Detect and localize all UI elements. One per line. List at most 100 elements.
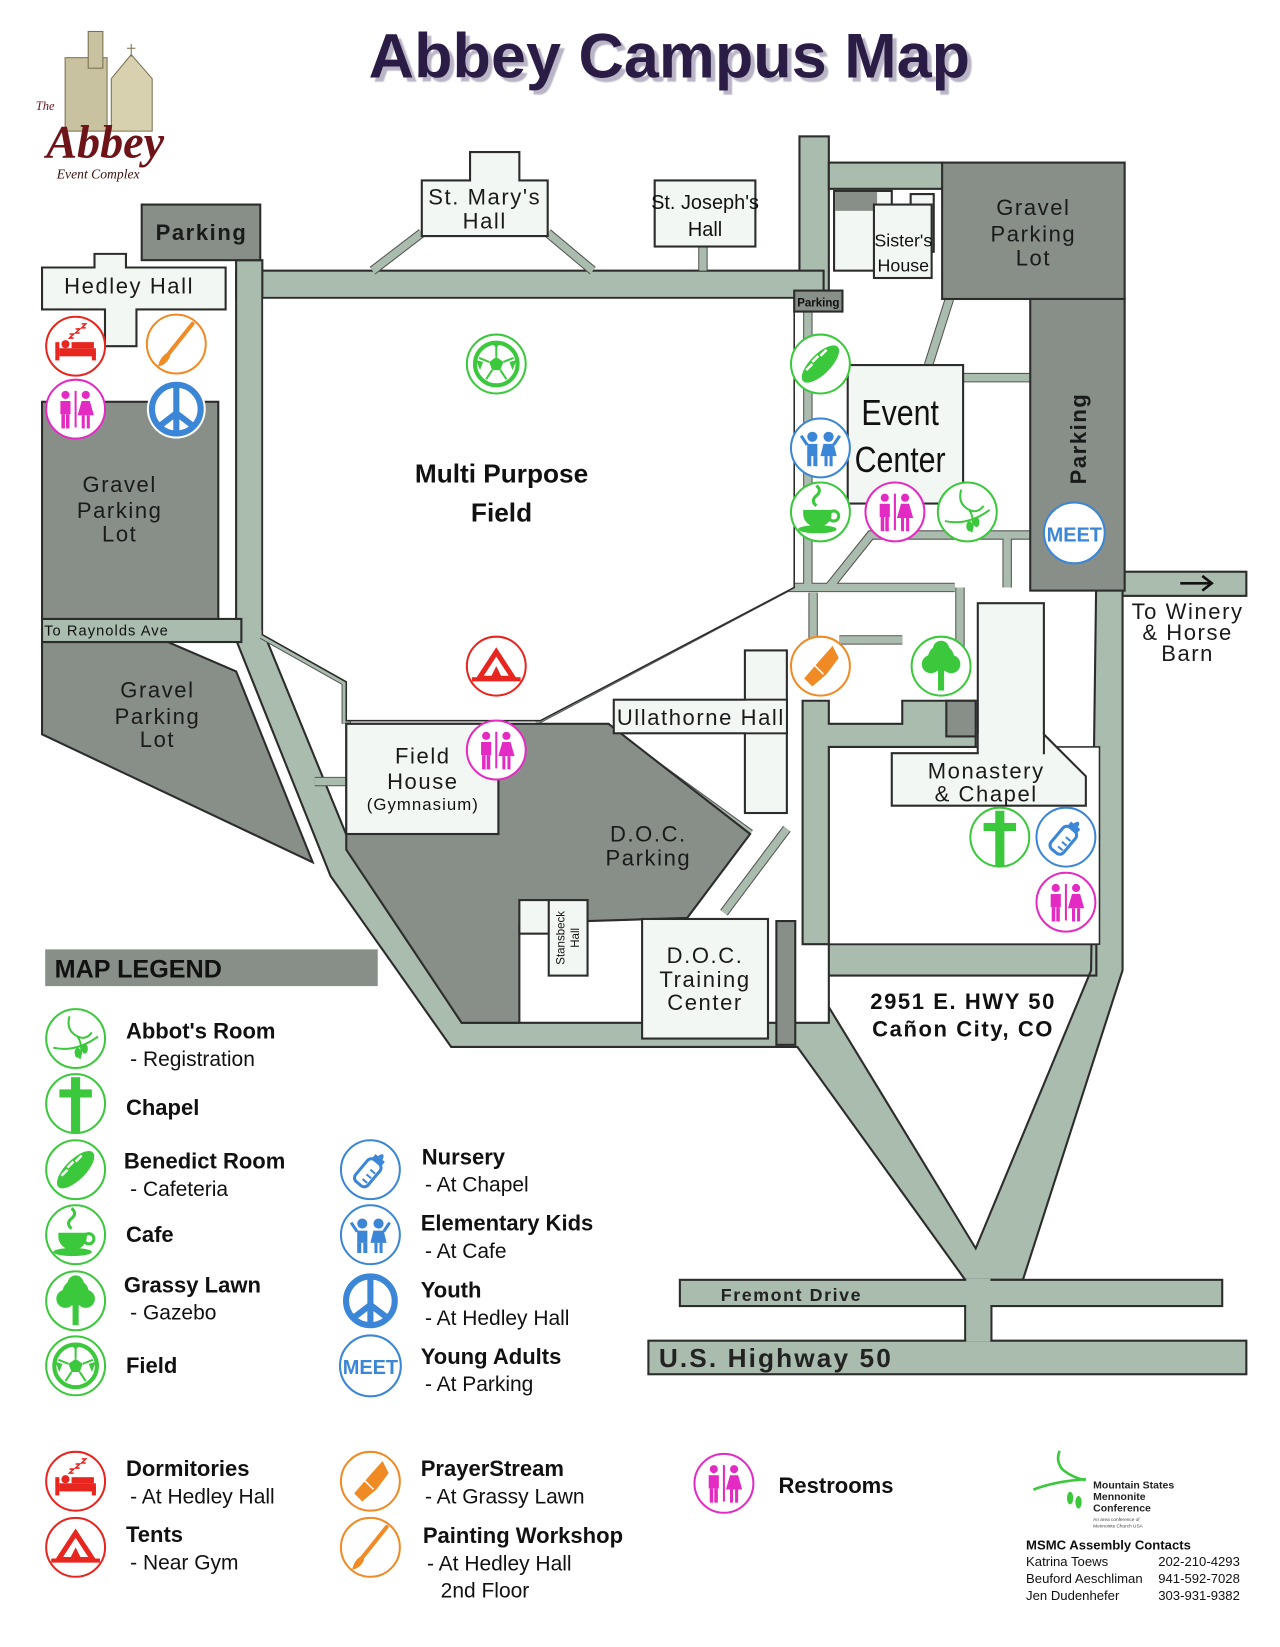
arrow-right-icon bbox=[1180, 574, 1214, 592]
svg-text:D.O.C.: D.O.C. bbox=[610, 821, 687, 846]
hedley-hall: Hedley Hall bbox=[40, 252, 227, 348]
svg-text:- Near Gym: - Near Gym bbox=[130, 1551, 238, 1574]
abbey-logo: The Abbey Event Complex bbox=[36, 30, 165, 181]
ullathorne-hall: Ullathorne Hall bbox=[612, 649, 788, 815]
svg-text:Jen Dudenhefer: Jen Dudenhefer bbox=[1026, 1588, 1120, 1603]
meet-icon[interactable]: MEET bbox=[1042, 501, 1106, 565]
svg-text:Sister's: Sister's bbox=[874, 231, 932, 251]
page-title: Abbey Campus Map bbox=[369, 22, 971, 92]
svg-text:Gravel: Gravel bbox=[120, 678, 194, 703]
svg-text:& Chapel: & Chapel bbox=[935, 781, 1038, 806]
cross-icon bbox=[45, 1073, 107, 1135]
bed-icon[interactable] bbox=[45, 315, 107, 377]
svg-text:Tents: Tents bbox=[126, 1522, 183, 1547]
legend-item-elementary-kids: Elementary Kids- At Cafe bbox=[339, 1203, 593, 1266]
tree-icon bbox=[45, 1270, 107, 1332]
svg-text:St. Mary's: St. Mary's bbox=[428, 185, 541, 210]
svg-text:Event: Event bbox=[861, 394, 939, 434]
svg-text:Training: Training bbox=[659, 967, 750, 992]
coffee-cup-icon[interactable] bbox=[789, 480, 852, 543]
coffee-cup-icon bbox=[44, 1203, 107, 1266]
restroom-icon[interactable] bbox=[45, 378, 107, 440]
svg-text:Lot: Lot bbox=[1016, 245, 1051, 270]
restroom-icon[interactable] bbox=[864, 481, 926, 543]
multi-purpose-field-area bbox=[261, 297, 795, 722]
restroom-icon[interactable] bbox=[1035, 871, 1097, 933]
address: 2951 E. HWY 50 Cañon City, CO bbox=[870, 989, 1056, 1041]
legend-item-chapel: Chapel bbox=[45, 1073, 199, 1135]
baby-bottle-icon bbox=[339, 1138, 402, 1201]
svg-text:Restrooms: Restrooms bbox=[778, 1473, 893, 1498]
map-icons: MEET bbox=[45, 315, 1106, 933]
legend-item-tents: Tents - Near Gym bbox=[46, 1518, 239, 1577]
legend-item-abbots-room: Abbot's Room- Registration bbox=[45, 1008, 276, 1071]
soccer-ball-icon bbox=[46, 1336, 105, 1395]
tree-icon[interactable] bbox=[910, 635, 972, 697]
svg-text:Lot: Lot bbox=[102, 521, 137, 546]
svg-text:- At Hedley Hall: - At Hedley Hall bbox=[130, 1485, 275, 1508]
legend-item-benedict-room: Benedict Room - Cafeteria bbox=[44, 1138, 285, 1201]
svg-text:& Horse: & Horse bbox=[1142, 620, 1233, 645]
svg-text:Painting Workshop: Painting Workshop bbox=[423, 1523, 623, 1548]
svg-text:Conference: Conference bbox=[1093, 1504, 1151, 1515]
cross-icon[interactable] bbox=[969, 806, 1031, 868]
svg-text:Parking: Parking bbox=[1066, 393, 1091, 485]
svg-text:St. Joseph's: St. Joseph's bbox=[651, 192, 759, 214]
svg-text:The: The bbox=[36, 99, 55, 113]
svg-text:Dormitories: Dormitories bbox=[126, 1456, 250, 1481]
svg-text:Parking: Parking bbox=[797, 297, 839, 309]
svg-text:Cafe: Cafe bbox=[126, 1222, 174, 1247]
svg-text:Parking: Parking bbox=[115, 704, 201, 729]
soccer-ball-icon[interactable] bbox=[467, 335, 526, 394]
raynolds-label: To Raynolds Ave bbox=[44, 624, 169, 640]
bread-icon[interactable] bbox=[789, 333, 852, 395]
kids-icon[interactable] bbox=[789, 416, 852, 479]
svg-text:- At Grassy Lawn: - At Grassy Lawn bbox=[425, 1485, 585, 1508]
svg-text:- Cafeteria: - Cafeteria bbox=[130, 1178, 228, 1201]
dove-icon[interactable] bbox=[936, 481, 998, 543]
svg-text:Abbey: Abbey bbox=[43, 116, 164, 167]
legend-item-field: Field bbox=[46, 1336, 177, 1395]
svg-text:Multi Purpose: Multi Purpose bbox=[415, 459, 588, 489]
baby-bottle-icon[interactable] bbox=[1034, 806, 1097, 869]
svg-text:2951 E. HWY 50: 2951 E. HWY 50 bbox=[870, 989, 1056, 1014]
svg-text:Benedict Room: Benedict Room bbox=[124, 1149, 285, 1174]
svg-text:Mennonite Church USA: Mennonite Church USA bbox=[1093, 1523, 1143, 1529]
tent-icon[interactable] bbox=[467, 637, 526, 696]
svg-text:MSMC Assembly Contacts: MSMC Assembly Contacts bbox=[1026, 1537, 1191, 1552]
svg-text:Hall: Hall bbox=[463, 209, 507, 234]
bread-icon bbox=[44, 1138, 107, 1201]
svg-text:Monastery: Monastery bbox=[928, 758, 1045, 783]
svg-text:Chapel: Chapel bbox=[126, 1095, 199, 1120]
svg-text:To Winery: To Winery bbox=[1132, 599, 1244, 624]
legend-item-cafe: Cafe bbox=[44, 1203, 174, 1266]
legend-item-dormitories: Dormitories - At Hedley Hall bbox=[45, 1450, 275, 1512]
fremont-drive-label: Fremont Drive bbox=[721, 1285, 862, 1305]
svg-text:941-592-7028: 941-592-7028 bbox=[1158, 1571, 1240, 1586]
svg-text:Young Adults: Young Adults bbox=[421, 1344, 562, 1369]
svg-text:House: House bbox=[878, 256, 930, 276]
svg-text:Parking: Parking bbox=[77, 498, 163, 523]
svg-text:An area conference of: An area conference of bbox=[1093, 1517, 1140, 1523]
restroom-icon bbox=[693, 1452, 755, 1514]
svg-text:Lot: Lot bbox=[140, 727, 175, 752]
praying-hands-icon bbox=[339, 1450, 401, 1512]
svg-text:Gravel: Gravel bbox=[996, 195, 1070, 220]
praying-hands-icon[interactable] bbox=[789, 635, 851, 697]
restroom-icon[interactable] bbox=[465, 719, 527, 781]
svg-text:- Gazebo: - Gazebo bbox=[130, 1302, 216, 1325]
svg-text:Field: Field bbox=[471, 497, 532, 527]
svg-text:Center: Center bbox=[667, 990, 743, 1015]
peace-icon[interactable] bbox=[147, 380, 206, 439]
svg-text:PrayerStream: PrayerStream bbox=[421, 1456, 564, 1481]
legend-item-prayerstream: PrayerStream - At Grassy Lawn bbox=[339, 1450, 585, 1512]
legend-item-restrooms: Restrooms bbox=[693, 1452, 893, 1514]
svg-text:Parking: Parking bbox=[156, 220, 248, 245]
paintbrush-icon[interactable] bbox=[147, 315, 206, 374]
